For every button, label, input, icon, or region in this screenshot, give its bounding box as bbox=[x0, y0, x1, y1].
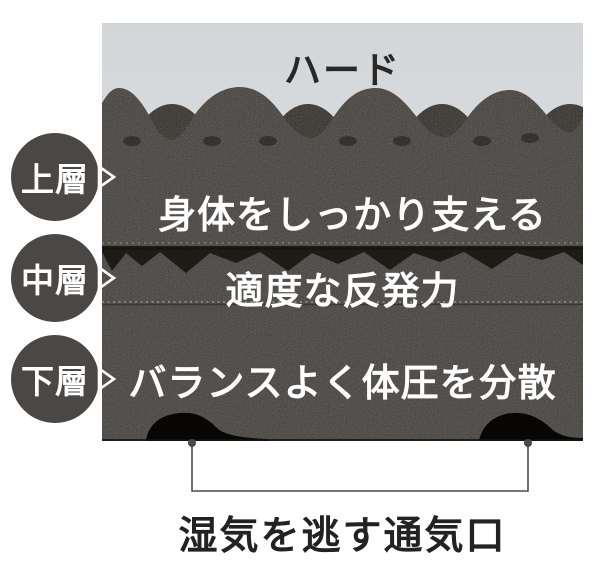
ventilation-caption: 湿気を逃す通気口 bbox=[178, 515, 507, 558]
hardness-title: ハード bbox=[284, 50, 401, 91]
pointer-triangle-icon bbox=[97, 164, 117, 190]
layer-badge-middle-label: 中層 bbox=[21, 262, 89, 299]
layer-badge-bottom: 下層 bbox=[11, 335, 117, 423]
layer-description-middle: 適度な反発力 bbox=[225, 271, 460, 313]
mattress-photo: ハード 身体をしっかり支える 適度な反発力 バランスよく体圧を分散 bbox=[102, 23, 583, 441]
layer-description-top: 身体をしっかり支える bbox=[158, 195, 547, 237]
foam-cross-section-illustration bbox=[102, 23, 583, 441]
pointer-triangle-icon bbox=[97, 265, 117, 291]
ventilation-holes bbox=[146, 412, 583, 441]
pointer-triangle-icon bbox=[97, 366, 117, 392]
layer-description-bottom: バランスよく体圧を分散 bbox=[128, 363, 557, 405]
layer-badge-top: 上層 bbox=[11, 133, 117, 221]
layer-badge-top-label: 上層 bbox=[21, 161, 89, 198]
layer-badge-bottom-label: 下層 bbox=[21, 363, 89, 400]
layer-badge-middle: 中層 bbox=[11, 234, 117, 322]
ventilation-bracket bbox=[188, 439, 532, 492]
